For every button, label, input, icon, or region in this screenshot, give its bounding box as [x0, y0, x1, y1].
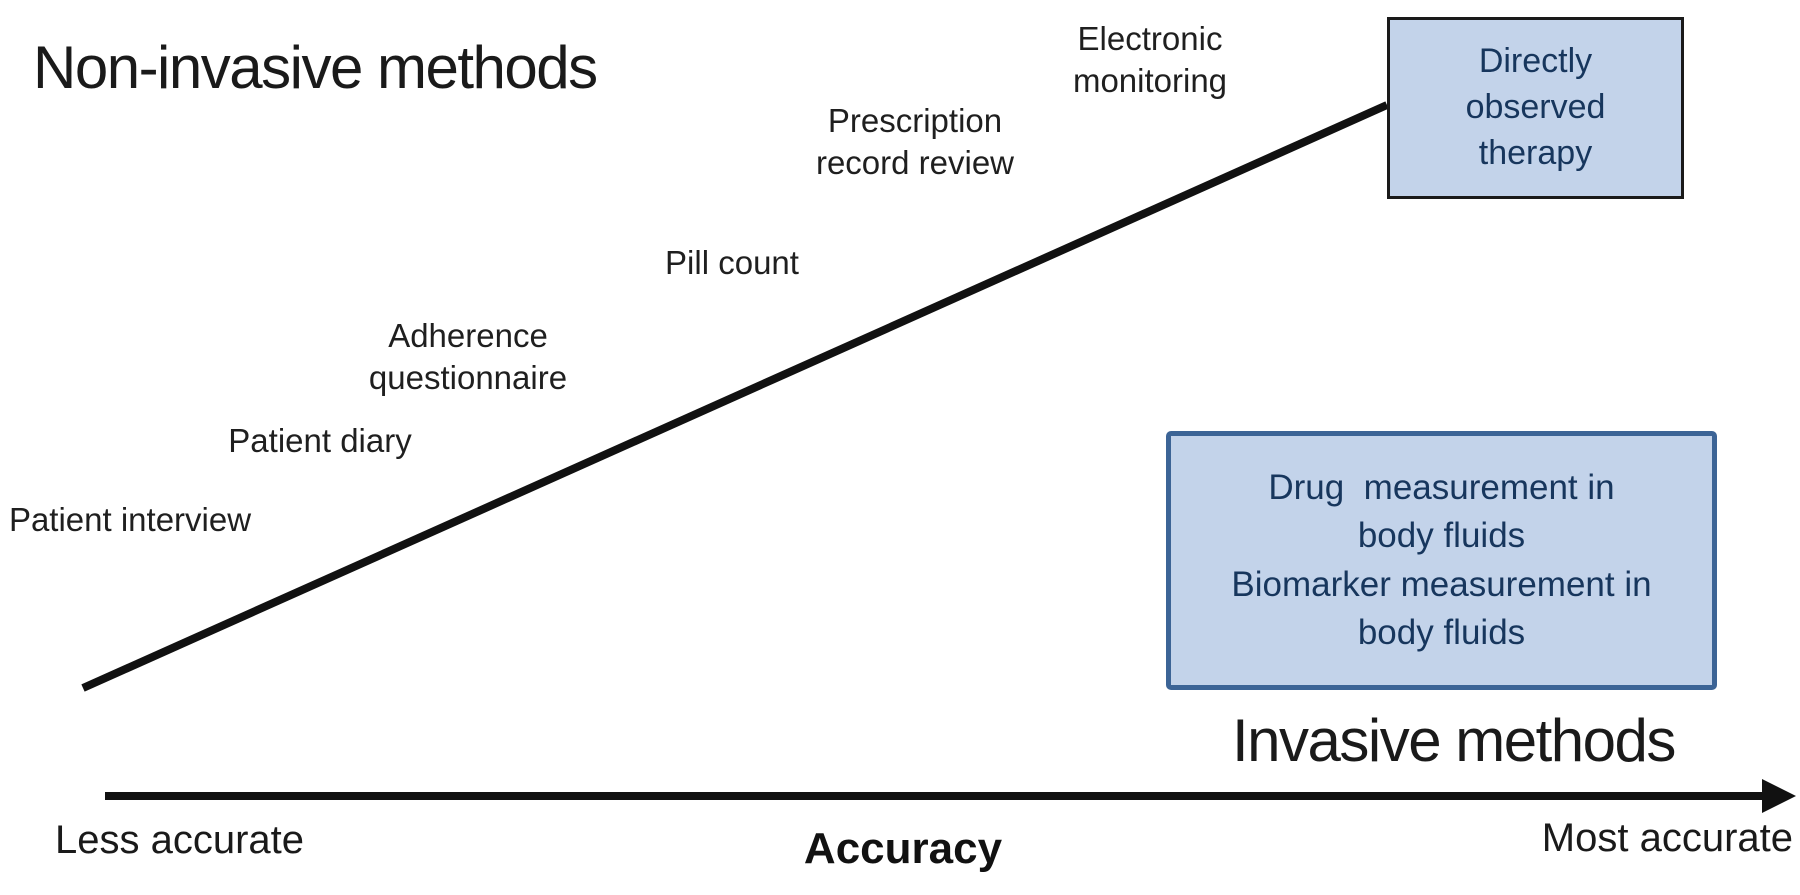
method-label-patient-interview: Patient interview	[8, 501, 252, 538]
method-label-pill-count: Pill count	[665, 244, 799, 281]
body-fluids-measurement-text: Drug measurement in body fluids Biomarke…	[1231, 467, 1652, 652]
accuracy-trend-line	[81, 101, 1389, 692]
axis-title-accuracy: Accuracy	[803, 824, 1003, 873]
accuracy-axis-arrowhead-icon	[1762, 779, 1796, 813]
method-label-electronic-monitoring: Electronic monitoring	[1072, 20, 1228, 100]
axis-label-most-accurate: Most accurate	[1541, 816, 1793, 860]
method-label-prescription-record-review: Prescription record review	[815, 102, 1015, 182]
method-label-patient-diary: Patient diary	[228, 422, 412, 459]
non-invasive-methods-title: Non-invasive methods	[33, 34, 598, 101]
body-fluids-measurement-box: Drug measurement in body fluids Biomarke…	[1166, 431, 1717, 690]
invasive-methods-title: Invasive methods	[1232, 707, 1676, 774]
directly-observed-therapy-text: Directly observed therapy	[1465, 42, 1606, 172]
directly-observed-therapy-box: Directly observed therapy	[1387, 17, 1684, 199]
axis-label-less-accurate: Less accurate	[55, 818, 305, 862]
method-label-adherence-questionnaire: Adherence questionnaire	[368, 317, 568, 397]
